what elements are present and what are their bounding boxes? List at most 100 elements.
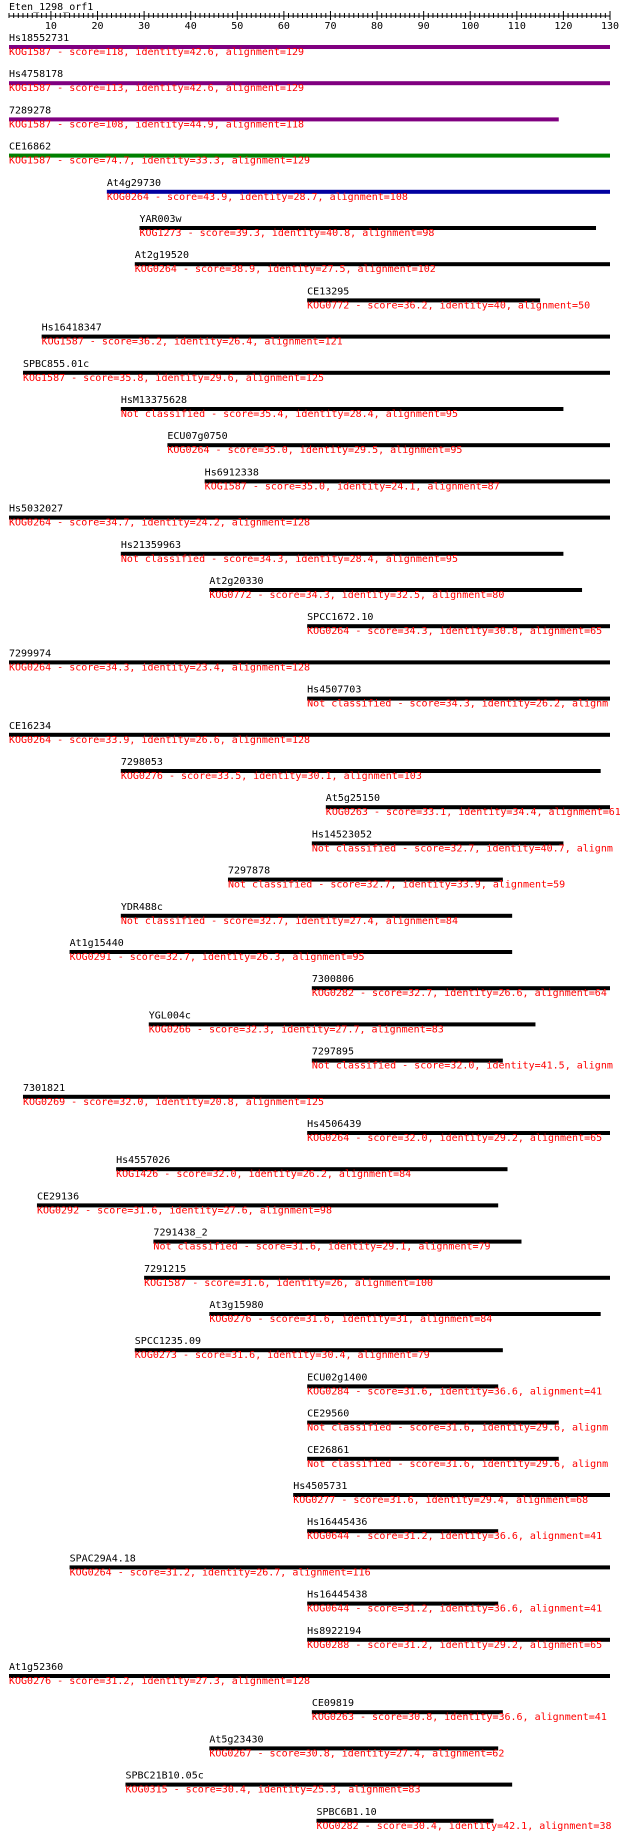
hit-bar — [307, 1637, 610, 1642]
hit-info: KOG0644 - score=31.2, identity=36.6, ali… — [307, 1604, 602, 1615]
hit-bar — [204, 479, 610, 484]
hit-info: Not classified - score=31.6, identity=29… — [307, 1423, 608, 1434]
hit-info: KOG0277 - score=31.6, identity=29.4, ali… — [293, 1495, 588, 1506]
hit-info: KOG1587 - score=118, identity=42.6, alig… — [9, 47, 304, 58]
hit-info: KOG0267 - score=30.8, identity=27.4, ali… — [209, 1748, 504, 1759]
hit-info: KOG0276 - score=33.5, identity=30.1, ali… — [121, 771, 422, 782]
hit-name: 7298053 — [121, 757, 163, 768]
axis-tick-label: 120 — [554, 21, 572, 32]
hit-bar — [307, 624, 610, 629]
hit-bar — [22, 370, 610, 375]
hit-info: KOG1587 - score=31.6, identity=26, align… — [144, 1278, 433, 1289]
hit-name: SPBC21B10.05c — [125, 1771, 203, 1782]
hit-info: KOG0263 - score=33.1, identity=34.4, ali… — [326, 807, 620, 818]
hit-bar — [311, 1710, 503, 1715]
hit-info: Not classified - score=32.7, identity=33… — [228, 880, 565, 891]
hit-info: Not classified - score=35.4, identity=28… — [121, 409, 458, 420]
hit-bar — [9, 81, 610, 86]
hit-info: KOG1587 - score=108, identity=44.9, alig… — [9, 119, 304, 130]
hit-bar — [9, 117, 559, 122]
hit-name: Hs4507703 — [307, 685, 361, 696]
hit-name: Hs16445436 — [307, 1517, 367, 1528]
hit-info: KOG0282 - score=32.7, identity=26.6, ali… — [312, 988, 607, 999]
hit-bar — [134, 262, 610, 267]
hit-name: At4g29730 — [107, 178, 161, 189]
hit-name: SPCC1672.10 — [307, 612, 373, 623]
hit-info: KOG0315 - score=30.4, identity=25.3, ali… — [125, 1785, 420, 1796]
hit-bar — [167, 443, 610, 448]
axis-tick-label: 110 — [508, 21, 526, 32]
hit-info: KOG0264 - score=34.3, identity=23.4, ali… — [9, 662, 310, 673]
hit-name: Hs14523052 — [312, 829, 372, 840]
hit-name: YAR003w — [139, 214, 182, 225]
hit-bar — [311, 986, 610, 991]
hit-info: KOG0772 - score=36.2, identity=40, align… — [307, 300, 590, 311]
axis-tick-label: 20 — [91, 21, 103, 32]
hit-info: KOG0284 - score=31.6, identity=36.6, ali… — [307, 1386, 602, 1397]
hit-info: KOG0282 - score=30.4, identity=42.1, ali… — [316, 1821, 611, 1832]
hit-info: KOG0276 - score=31.2, identity=27.3, ali… — [9, 1676, 310, 1687]
hit-info: KOG1587 - score=35.8, identity=29.6, ali… — [23, 373, 324, 384]
hit-name: Hs21359963 — [121, 540, 181, 551]
hit-bar — [293, 1493, 610, 1497]
hit-bar — [36, 1203, 499, 1208]
hit-info: KOG0772 - score=34.3, identity=32.5, ali… — [209, 590, 504, 601]
hit-info: KOG1426 - score=32.0, identity=26.2, ali… — [116, 1169, 411, 1180]
hit-bar — [307, 1384, 499, 1389]
hit-name: 7300806 — [312, 974, 354, 985]
hit-bar — [120, 769, 601, 773]
hit-name: HsM13375628 — [121, 395, 187, 406]
hit-bar — [69, 950, 513, 954]
hit-bar — [307, 696, 610, 701]
hit-name: SPBC6B1.10 — [316, 1807, 376, 1818]
hit-info: KOG0264 - score=33.9, identity=26.6, ali… — [9, 735, 310, 746]
hit-info: Not classified - score=32.7, identity=27… — [121, 916, 458, 927]
axis-tick-label: 40 — [185, 21, 197, 32]
hit-name: Hs4505731 — [293, 1481, 347, 1492]
hit-info: KOG0264 - score=35.0, identity=29.5, ali… — [167, 445, 462, 456]
hit-name: Hs16445438 — [307, 1590, 367, 1601]
hit-info: KOG1273 - score=39.3, identity=40.8, ali… — [139, 228, 434, 239]
hit-bar — [307, 1601, 499, 1606]
hit-bar — [134, 1348, 503, 1353]
hit-name: At1g15440 — [70, 938, 124, 949]
hit-name: ECU02g1400 — [307, 1372, 367, 1383]
axis-tick-label: 10 — [45, 21, 57, 32]
hit-name: At5g25150 — [326, 793, 380, 804]
hit-name: Hs18552731 — [9, 33, 69, 44]
hit-name: At3g15980 — [209, 1300, 263, 1311]
hit-info: KOG1587 - score=74.7, identity=33.3, ali… — [9, 156, 310, 167]
hit-bar — [139, 226, 597, 230]
hit-bar — [106, 189, 610, 194]
hit-bar — [120, 407, 564, 411]
hit-name: ECU07g0750 — [167, 431, 227, 442]
axis-tick-label: 130 — [601, 21, 619, 32]
axis-tick-label: 100 — [461, 21, 479, 32]
hit-bar — [311, 1058, 503, 1063]
hit-bar — [9, 1674, 610, 1678]
hit-name: 7299974 — [9, 648, 51, 659]
hit-name: At2g19520 — [135, 250, 189, 261]
hit-bar — [9, 153, 610, 158]
